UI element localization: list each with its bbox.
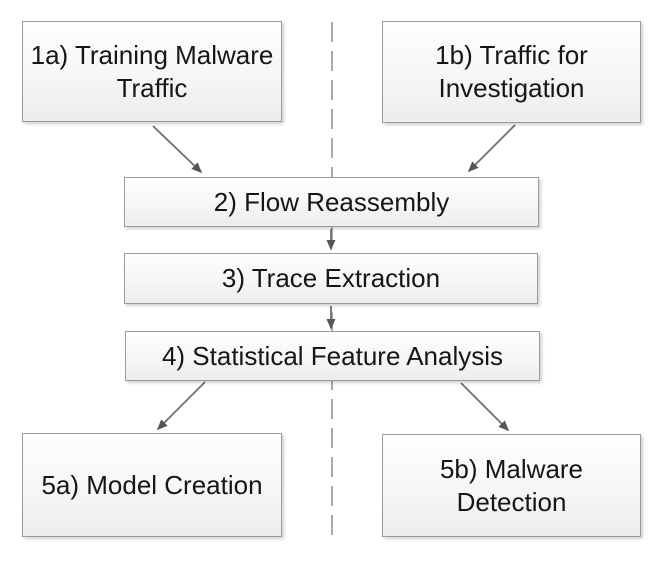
node-flow-reassembly: 2) Flow Reassembly <box>124 177 539 227</box>
node-label: 1a) Training Malware Traffic <box>30 39 274 103</box>
node-training-malware-traffic: 1a) Training Malware Traffic <box>22 21 282 122</box>
node-trace-extraction: 3) Trace Extraction <box>124 253 538 304</box>
node-label: 3) Trace Extraction <box>221 263 441 293</box>
edge-1b-to-2 <box>467 124 516 173</box>
edge-4-to-5b <box>460 382 510 432</box>
node-malware-detection: 5b) Malware Detection <box>382 434 641 537</box>
node-label: 4) Statistical Feature Analysis <box>161 340 504 371</box>
node-label: 5a) Model Creation <box>41 469 263 500</box>
node-label: 1b) Traffic for Investigation <box>435 40 588 103</box>
node-statistical-feature-analysis: 4) Statistical Feature Analysis <box>125 331 540 381</box>
node-label: 2) Flow Reassembly <box>213 186 450 217</box>
edge-1a-to-2 <box>152 125 203 174</box>
edge-4-to-5a <box>156 381 206 431</box>
node-label: 5b) Malware Detection <box>439 453 584 517</box>
node-traffic-for-investigation: 1b) Traffic for Investigation <box>382 21 641 123</box>
node-model-creation: 5a) Model Creation <box>22 433 282 537</box>
